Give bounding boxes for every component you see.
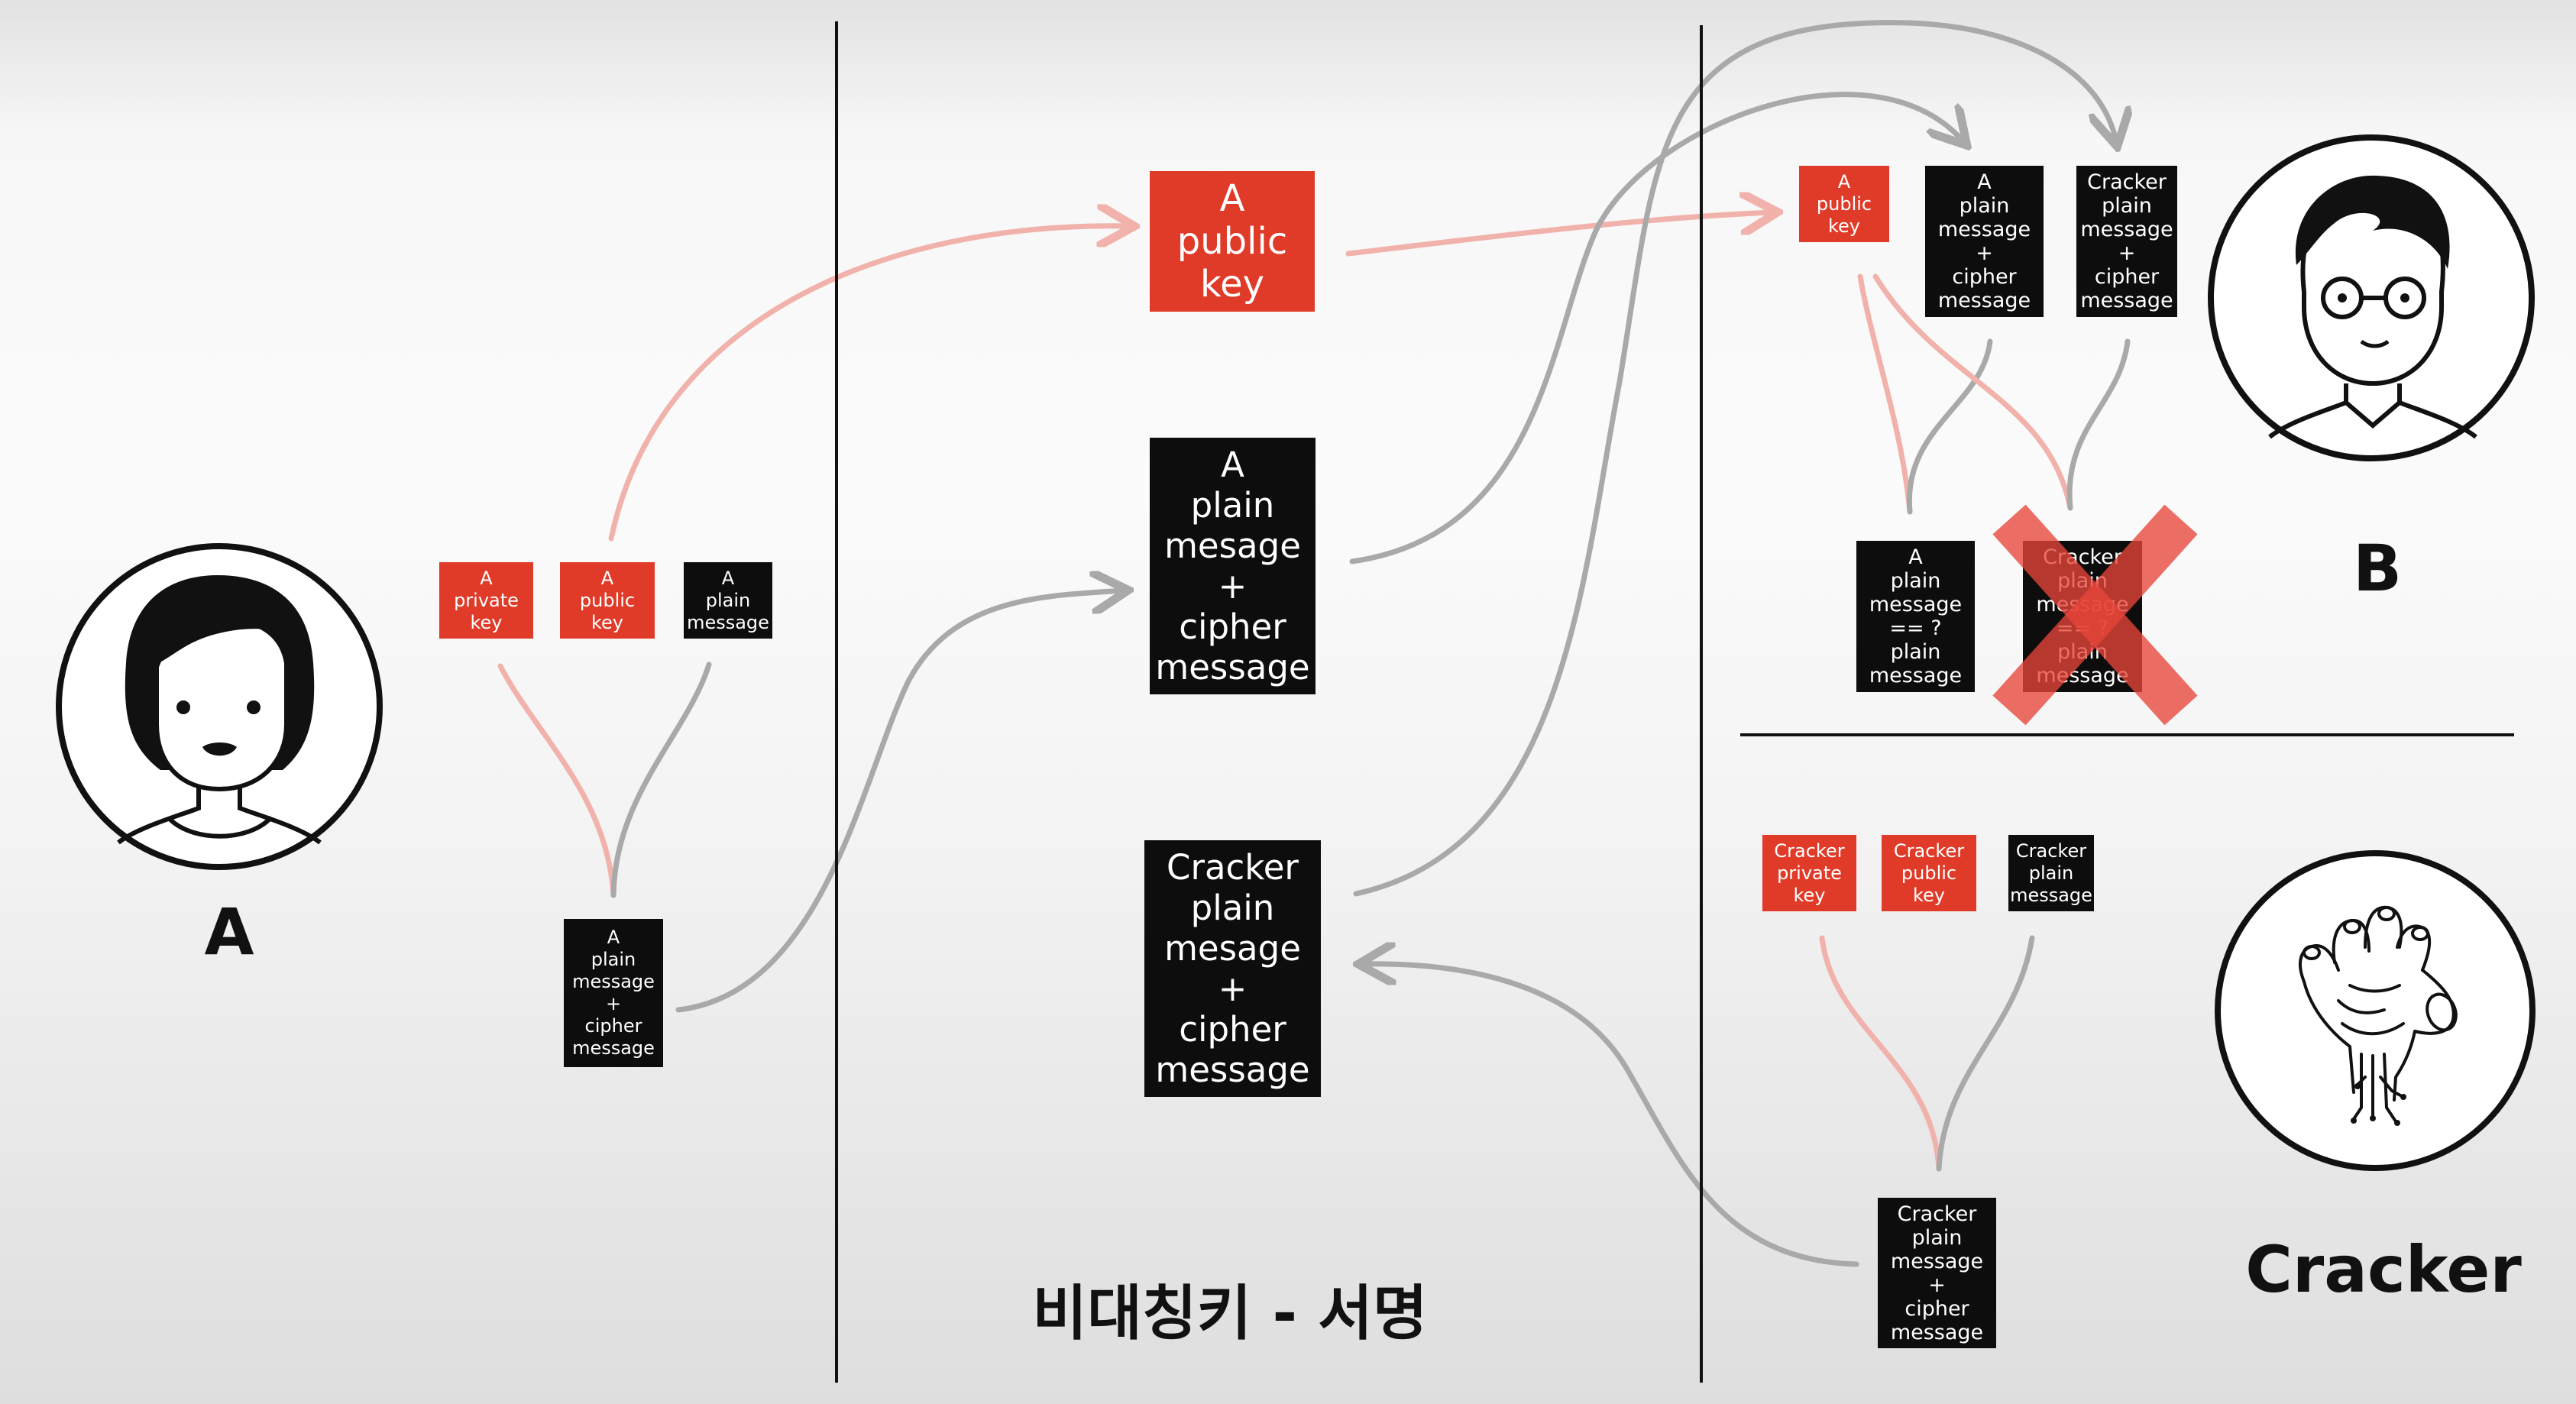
divider-right [1700, 25, 1703, 1383]
connector-a-plain-message [610, 662, 712, 898]
receiver-a-signed-message: A plain message + cipher message [1925, 166, 2044, 317]
cracker-public-key: Cracker public key [1882, 835, 1976, 911]
arrow-cracker-message-to-channel [1364, 964, 1859, 1267]
receiver-a-verification-result: A plain message == ? plain message [1856, 541, 1975, 692]
receiver-public-key: A public key [1799, 166, 1889, 242]
person-label-a: A [204, 894, 254, 969]
cyborg-hand-icon [2215, 850, 2536, 1171]
receiver-cracker-signed-message: Cracker plain message + cipher message [2076, 166, 2177, 317]
person-label-b: B [2352, 531, 2403, 606]
cracker-private-key: Cracker private key [1762, 835, 1856, 911]
woman-avatar-icon [56, 543, 383, 870]
cracker-signed-message: Cracker plain message + cipher message [1878, 1198, 1996, 1348]
connector-cracker-plain-message [1936, 935, 2035, 1172]
connector-b-key-to-a-result [1857, 273, 1913, 515]
channel-a-signed-message: A plain mesage + cipher message [1150, 438, 1316, 694]
connector-b-a-message-to-a-result [1906, 338, 1993, 515]
channel-cracker-signed-message: Cracker plain mesage + cipher message [1144, 840, 1321, 1097]
sender-plain-message: A plain message [684, 562, 772, 639]
man-with-glasses-avatar-icon [2208, 134, 2535, 461]
sender-private-key: A private key [439, 562, 533, 639]
channel-public-key: A public key [1150, 171, 1315, 312]
sender-public-key: A public key [560, 562, 655, 639]
sender-signed-message: A plain message + cipher message [564, 919, 663, 1067]
arrow-a-message-to-channel [675, 590, 1123, 1013]
arrow-cracker-message-to-b [1353, 20, 2116, 897]
arrow-public-key-to-channel [608, 226, 1129, 542]
arrow-public-key-to-b [1345, 212, 1772, 257]
arrow-a-message-to-b [1349, 92, 1963, 565]
divider-receiver-cracker [1740, 733, 2514, 736]
connector-b-cracker-message-to-cracker-result [2066, 338, 2131, 511]
connector-b-key-to-cracker-result [1872, 273, 2073, 511]
connector-a-private-key [497, 663, 616, 898]
page-title: 비대칭키 - 서명 [1032, 1279, 1428, 1348]
divider-left [835, 21, 838, 1383]
reject-x-icon [1992, 504, 2198, 726]
person-label-cracker: Cracker [2245, 1232, 2522, 1307]
cracker-plain-message: Cracker plain message [2008, 835, 2094, 911]
connector-cracker-private-key [1819, 935, 1942, 1172]
